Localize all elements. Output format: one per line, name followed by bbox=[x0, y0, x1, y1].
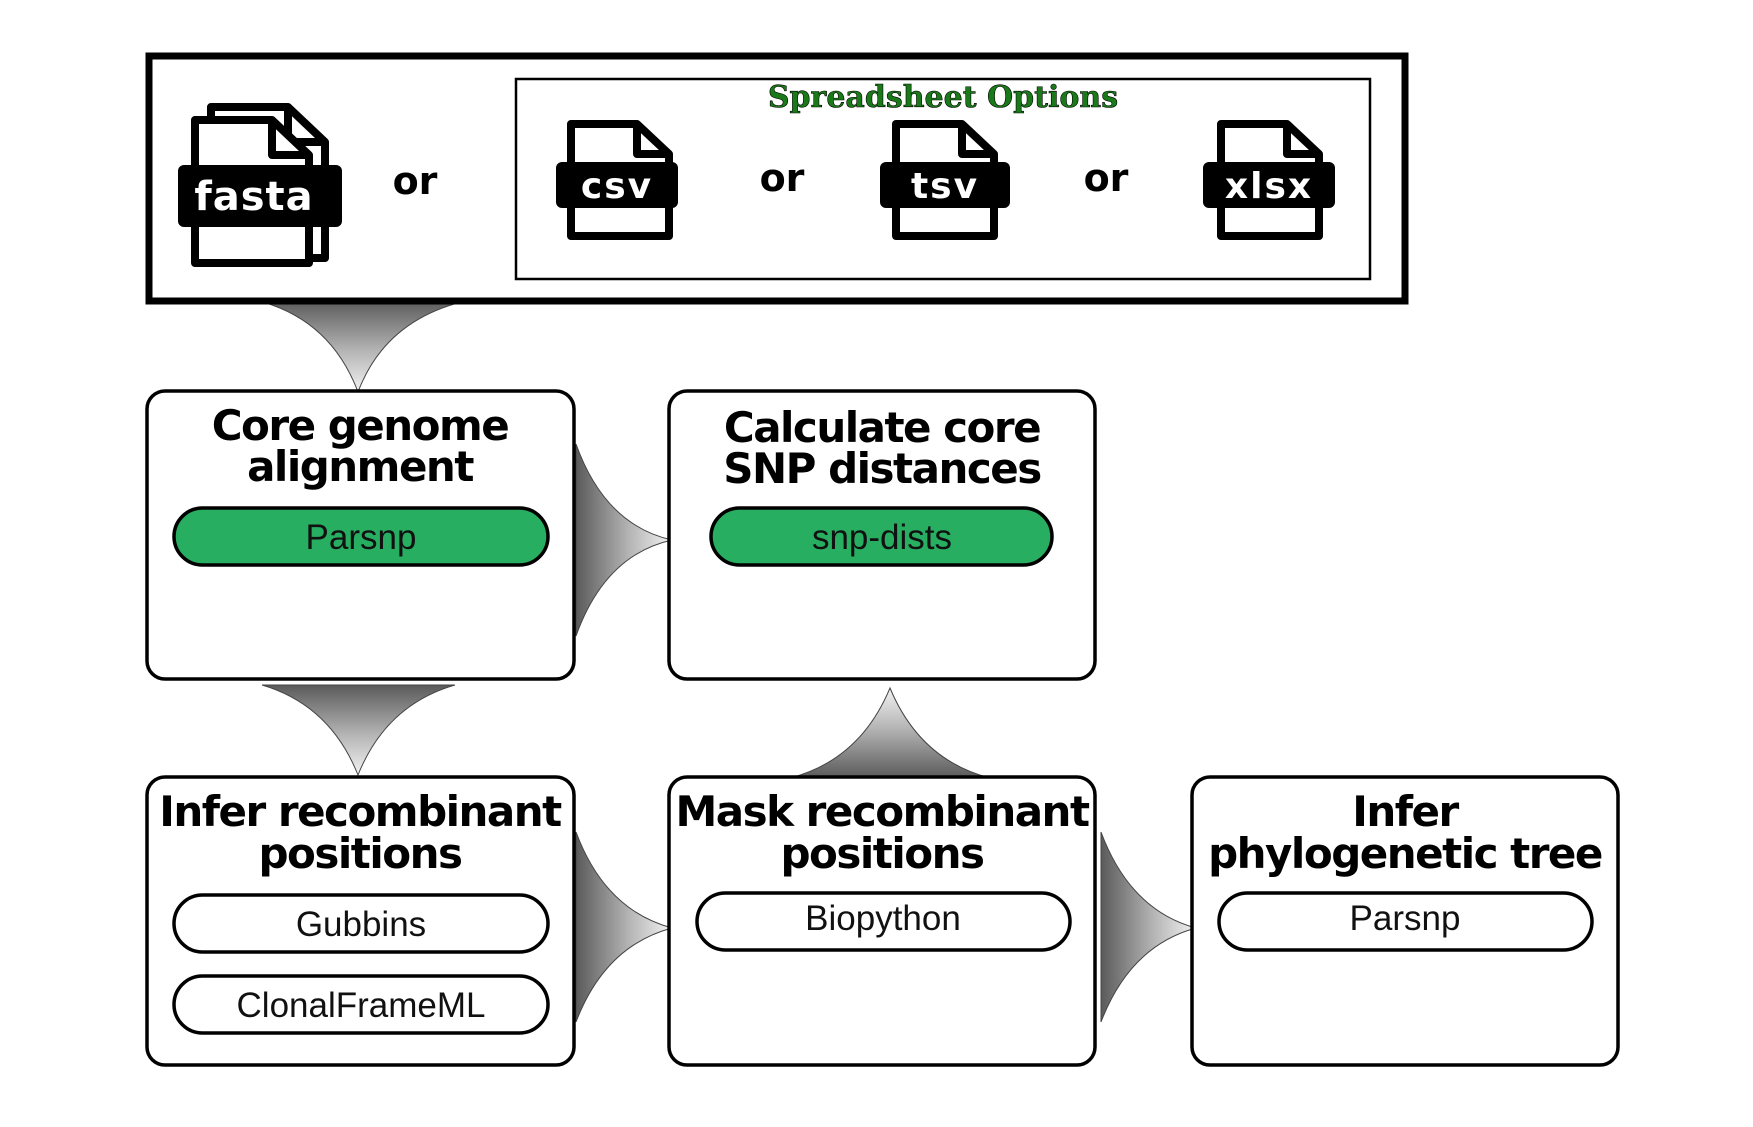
connector-input-to-alignment bbox=[254, 299, 471, 394]
fasta-label: fasta bbox=[194, 174, 313, 220]
connector-mask-to-phylo-tree bbox=[1100, 831, 1198, 1023]
tool-pill-gubbins: Gubbins bbox=[172, 893, 550, 954]
step-title-line: Mask recombinant bbox=[675, 787, 1090, 836]
xlsx-file-icon: xlsx bbox=[1203, 120, 1335, 240]
step-title-line: Infer recombinant bbox=[159, 787, 562, 836]
csv-file-icon: csv bbox=[556, 120, 678, 240]
step-title-line: positions bbox=[780, 829, 984, 878]
tool-label: Gubbins bbox=[296, 905, 426, 944]
tool-pill-parsnp: Parsnp bbox=[172, 506, 550, 567]
step-title-line: SNP distances bbox=[723, 444, 1041, 493]
tool-pill-clonalframeml: ClonalFrameML bbox=[172, 974, 550, 1035]
or-label-csv-tsv: or bbox=[760, 156, 805, 200]
or-label-tsv-xlsx: or bbox=[1084, 156, 1129, 200]
tool-label: snp-dists bbox=[812, 518, 952, 557]
tool-pill-parsnp: Parsnp bbox=[1217, 891, 1594, 952]
xlsx-label: xlsx bbox=[1225, 166, 1313, 207]
step-core-genome-alignment: Core genome alignment Parsnp bbox=[145, 389, 576, 681]
spreadsheet-options-box: Spreadsheet Options csv or tsv or xlsx bbox=[514, 77, 1372, 281]
step-title-line: phylogenetic tree bbox=[1208, 829, 1602, 878]
step-calculate-snp-distances: Calculate core SNP distances snp-dists bbox=[667, 389, 1097, 681]
connector-infer-to-mask bbox=[575, 831, 674, 1023]
step-mask-recombinant-positions: Mask recombinant positions Biopython bbox=[667, 775, 1097, 1067]
or-label-fasta: or bbox=[393, 159, 438, 203]
tool-label: Parsnp bbox=[1350, 899, 1461, 938]
tool-label: Biopython bbox=[805, 899, 961, 938]
connector-alignment-to-infer-recombinant bbox=[261, 684, 456, 777]
spreadsheet-options-title: Spreadsheet Options bbox=[768, 80, 1118, 115]
tool-label: Parsnp bbox=[306, 518, 417, 557]
tsv-label: tsv bbox=[911, 166, 979, 207]
step-title-line: alignment bbox=[247, 442, 474, 491]
step-title-line: positions bbox=[258, 829, 462, 878]
input-panel: fasta or Spreadsheet Options csv or tsv … bbox=[145, 52, 1409, 305]
fasta-files-icon: fasta bbox=[178, 103, 342, 267]
tool-pill-biopython: Biopython bbox=[695, 891, 1072, 952]
csv-label: csv bbox=[581, 166, 653, 207]
step-infer-phylogenetic-tree: Infer phylogenetic tree Parsnp bbox=[1190, 775, 1620, 1067]
step-title-line: Calculate core bbox=[724, 403, 1040, 452]
tsv-file-icon: tsv bbox=[880, 120, 1010, 240]
step-infer-recombinant-positions: Infer recombinant positions Gubbins Clon… bbox=[145, 775, 576, 1067]
connector-mask-to-snp-distances bbox=[789, 686, 991, 779]
tool-pill-snp-dists: snp-dists bbox=[709, 506, 1054, 567]
step-title-line: Core genome bbox=[212, 401, 509, 450]
connector-alignment-to-snp-distances bbox=[575, 443, 673, 637]
tool-label: ClonalFrameML bbox=[237, 986, 486, 1025]
step-title-line: Infer bbox=[1352, 787, 1459, 836]
